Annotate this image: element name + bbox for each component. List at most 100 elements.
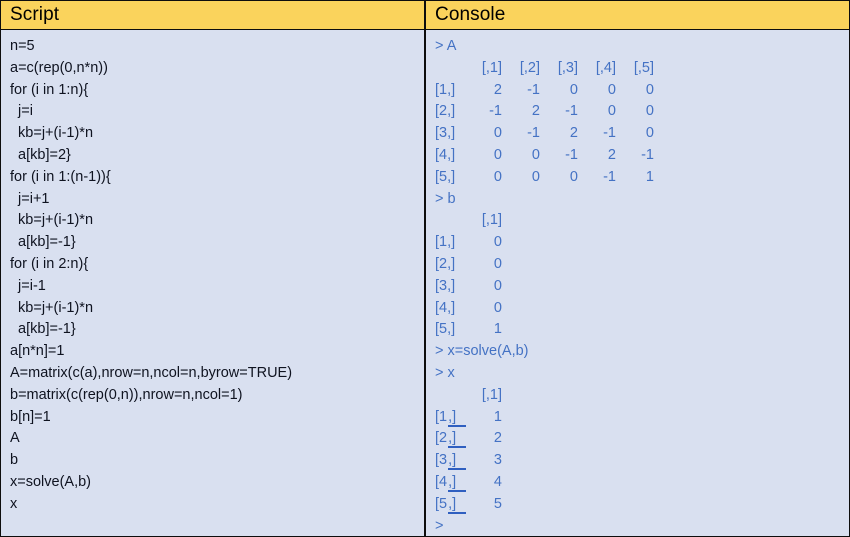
console-matrix-cell: 1 [493, 408, 502, 425]
console-matrix-header: [,1] [,2] [,3] [,4] [,5] [426, 58, 849, 80]
console-matrix-cell: 1 [645, 168, 654, 185]
console-matrix-cell: 0 [493, 146, 502, 163]
console-matrix-cell: 3 [493, 452, 502, 469]
console-matrix-header: [,1] [426, 210, 849, 232]
script-line: a[kb]=-1} [10, 321, 76, 338]
console-matrix-header: [,1] [426, 385, 849, 407]
console-row-label: [2,] [435, 255, 456, 272]
console-matrix-row: [1,] 0 [426, 232, 849, 254]
console-row-label: [3,] [435, 450, 469, 472]
script-line: kb=j+(i-1)*n [10, 125, 94, 142]
script-line: a[kb]=-1} [10, 234, 76, 251]
console-matrix-cell: 2 [569, 125, 578, 142]
console-row-label: [1,] [435, 234, 456, 251]
script-line: j=i+1 [10, 190, 50, 207]
console-col-header: [,1] [481, 212, 502, 229]
console-matrix-cell: -1 [603, 168, 616, 185]
console-row-label: [5,] [435, 168, 456, 185]
console-matrix-row: [2,]0 [426, 254, 849, 276]
console-col-header: [,4] [595, 59, 616, 76]
console-matrix-row: [3,]0 [426, 276, 849, 298]
script-line: a=c(rep(0,n*n)) [10, 59, 108, 76]
console-row-label: [1,] [435, 81, 456, 98]
console-row-label: [3,] [435, 125, 456, 142]
script-line: b [10, 452, 19, 469]
console-matrix-cell: 0 [531, 168, 540, 185]
console-matrix-cell: 0 [645, 81, 654, 98]
console-matrix-cell: -1 [565, 103, 578, 120]
console-row-label: [5,] [435, 321, 456, 338]
console-matrix-cell: 0 [493, 168, 502, 185]
script-line: j=i-1 [10, 277, 46, 294]
console-matrix-row: [4,] 0 [426, 298, 849, 320]
console-matrix-row: [5,] 1 [426, 319, 849, 341]
script-panel-title: Script [1, 1, 424, 30]
console-col-header: [,5] [633, 59, 654, 76]
console-matrix-cell: 2 [607, 146, 616, 163]
console-matrix-row: [3,] 3 [426, 450, 849, 472]
script-line: A [10, 430, 20, 447]
console-matrix-cell: 0 [493, 299, 502, 316]
console-output[interactable]: > A [,1] [,2] [,3] [,4] [,5] [1,] 2 -1 0 0 0 [2,] -1 2… [426, 30, 849, 536]
console-matrix-row: [5,] 5 [426, 494, 849, 516]
console-matrix-cell: 0 [569, 81, 578, 98]
script-line: j=i [10, 103, 33, 120]
script-line: a[n*n]=1 [10, 343, 65, 360]
script-line: b[n]=1 [10, 408, 51, 425]
console-matrix-cell: 0 [493, 234, 502, 251]
console-matrix-row: [1,] 1 [426, 407, 849, 429]
console-matrix-cell: 0 [645, 125, 654, 142]
console-matrix-row: [2,] 2 [426, 428, 849, 450]
console-row-label: [4,] [435, 472, 469, 494]
script-line: for (i in 2:n){ [10, 255, 89, 272]
console-matrix-cell: 5 [493, 495, 502, 512]
console-matrix-row: [5,] 0 0 0 -1 1 [426, 167, 849, 189]
console-matrix-cell: 2 [493, 430, 502, 447]
console-matrix-cell: 0 [607, 103, 616, 120]
script-line: A=matrix(c(a),nrow=n,ncol=n,byrow=TRUE) [10, 364, 293, 381]
console-matrix-cell: -1 [565, 146, 578, 163]
console-matrix-cell: 0 [493, 277, 502, 294]
console-matrix-cell: 0 [569, 168, 578, 185]
console-matrix-cell: 0 [531, 146, 540, 163]
console-matrix-row: [1,] 2 -1 0 0 0 [426, 80, 849, 102]
console-row-label: [1,] [435, 407, 469, 429]
console-prompt-line: > x=solve(A,b) [435, 343, 529, 360]
console-row-label: [4,] [435, 299, 456, 316]
console-prompt-line: > b [435, 190, 456, 207]
script-line: x [10, 495, 18, 512]
script-line: for (i in 1:(n-1)){ [10, 168, 111, 185]
console-matrix-cell: 2 [531, 103, 540, 120]
console-panel: Console > A [,1] [,2] [,3] [,4] [,5] [1,] 2 -1 0 0… [425, 0, 850, 537]
console-matrix-cell: -1 [489, 103, 502, 120]
console-col-header: [,1] [481, 59, 502, 76]
script-line: kb=j+(i-1)*n [10, 299, 94, 316]
console-matrix-cell: -1 [527, 81, 540, 98]
console-prompt-line: > x [435, 364, 455, 381]
console-row-label: [4,] [435, 146, 456, 163]
script-line: b=matrix(c(rep(0,n)),nrow=n,ncol=1) [10, 386, 243, 403]
console-matrix-cell: 0 [645, 103, 654, 120]
console-panel-title: Console [426, 1, 849, 30]
console-col-header: [,3] [557, 59, 578, 76]
script-line: a[kb]=2} [10, 146, 71, 163]
console-col-header: [,1] [481, 386, 502, 403]
console-matrix-cell: -1 [603, 125, 616, 142]
console-row-label: [2,] [435, 428, 469, 450]
console-col-header: [,2] [519, 59, 540, 76]
console-matrix-cell: 1 [493, 321, 502, 338]
console-row-label: [5,] [435, 494, 469, 516]
console-matrix-cell: 4 [493, 473, 502, 490]
script-line: kb=j+(i-1)*n [10, 212, 94, 229]
console-matrix-row: [2,] -1 2 -1 0 0 [426, 101, 849, 123]
script-line: x=solve(A,b) [10, 473, 91, 490]
console-row-label: [2,] [435, 103, 456, 120]
console-matrix-cell: 2 [493, 81, 502, 98]
console-matrix-cell: 0 [607, 81, 616, 98]
console-prompt-line: > A [435, 38, 457, 54]
